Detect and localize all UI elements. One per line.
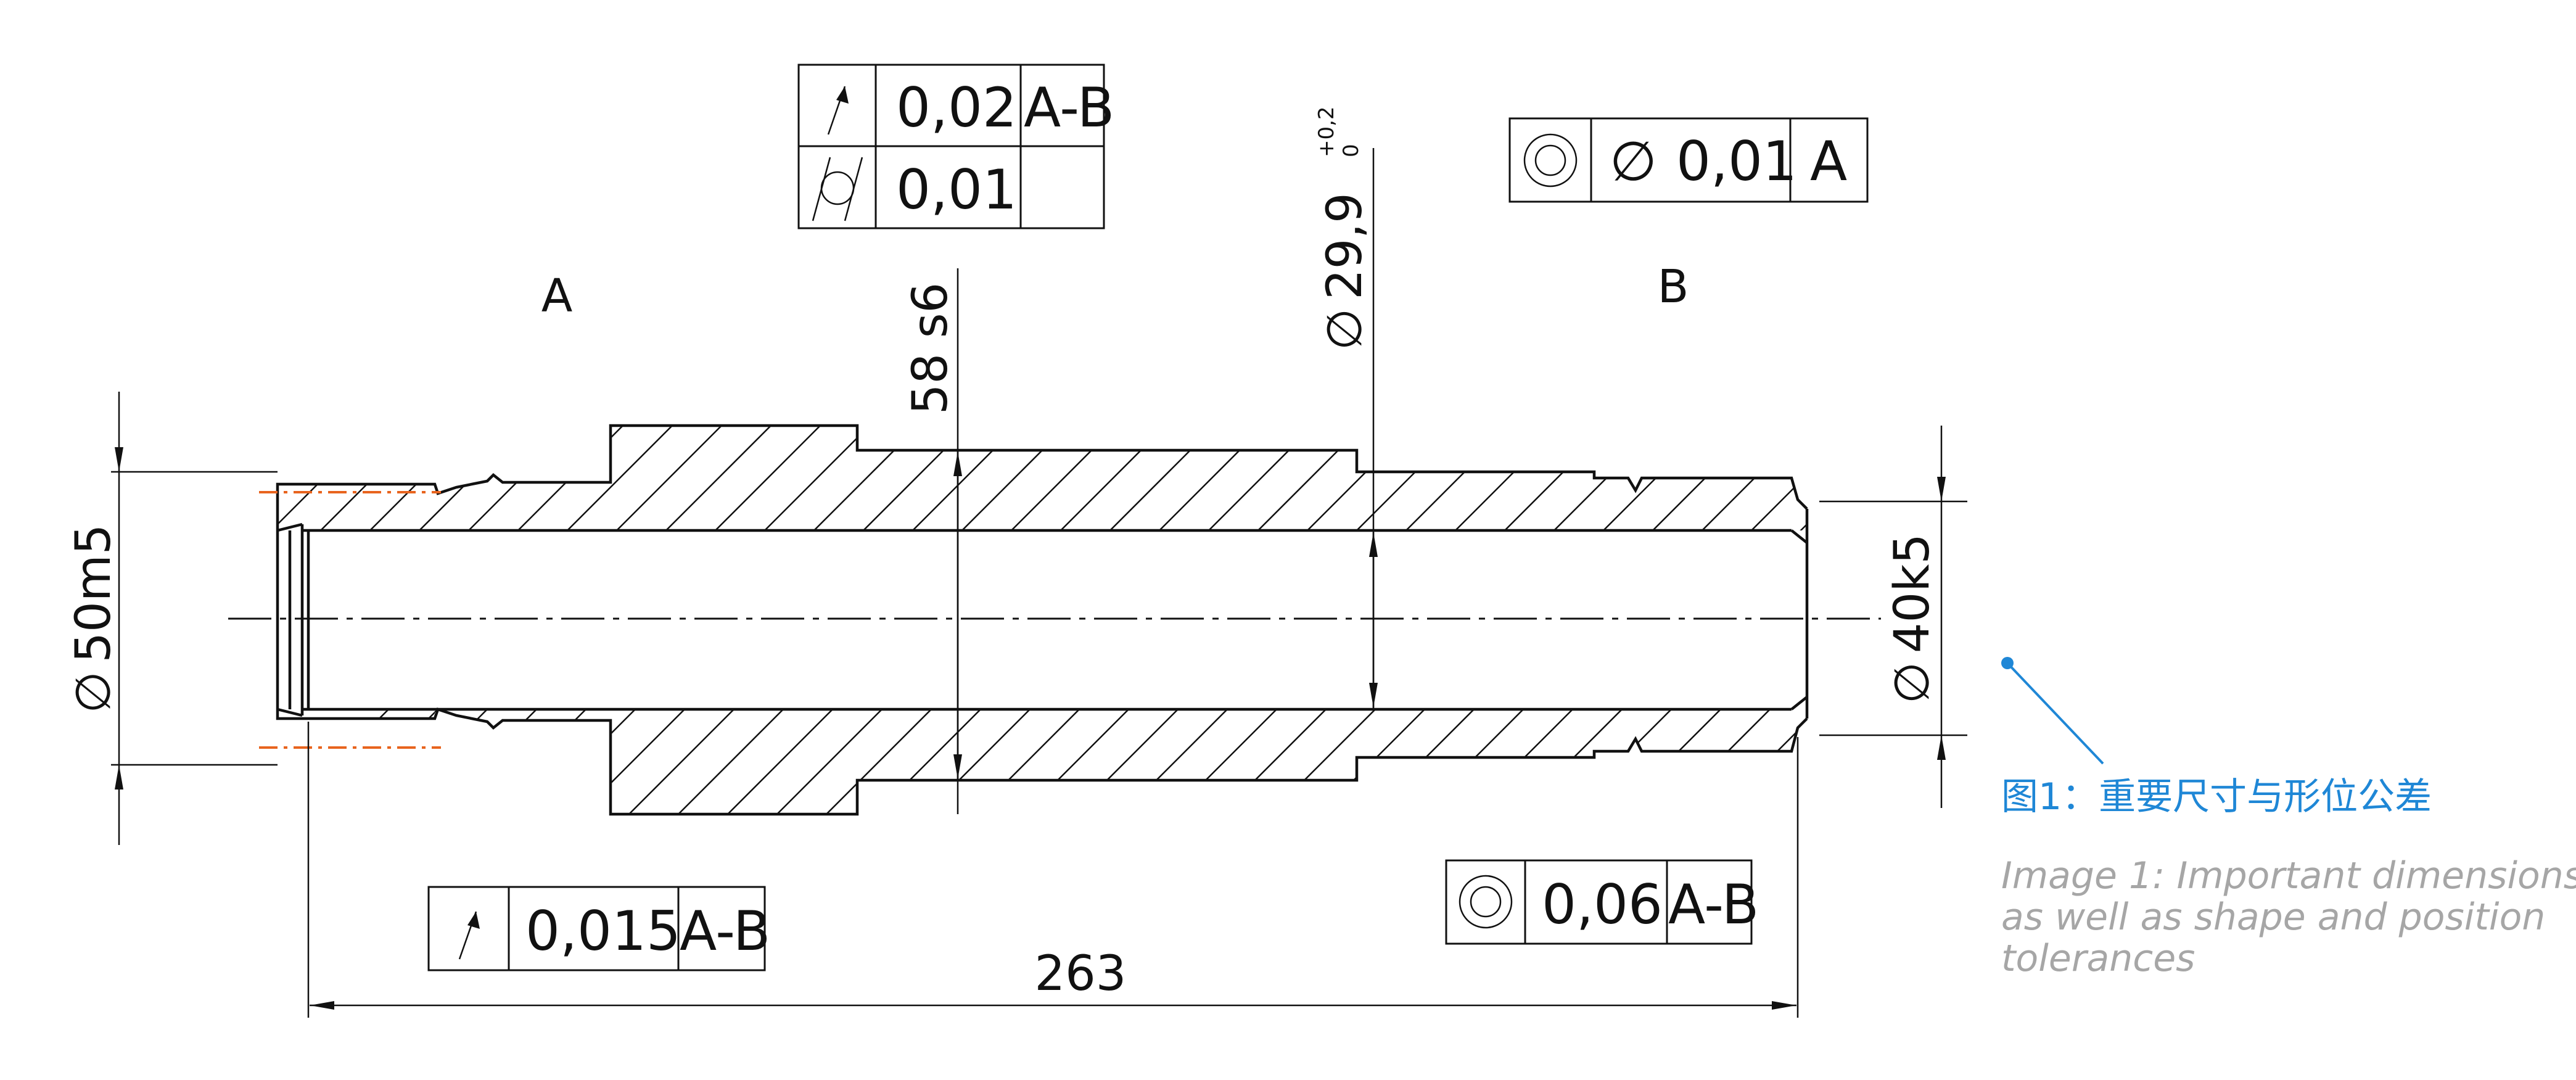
tolerance-frame-top: 0,02 A-B 0,01: [797, 64, 1114, 229]
svg-text:0,01: 0,01: [896, 158, 1017, 221]
svg-text:A-B: A-B: [680, 899, 770, 963]
svg-text:0: 0: [1339, 144, 1364, 157]
shaft-hatch-bottom: [278, 709, 1807, 814]
diameter-symbol: ∅: [1610, 130, 1657, 193]
caption-chinese: 图1：重要尺寸与形位公差: [2001, 775, 2432, 818]
label-right-journal: ∅40k5: [1885, 534, 1940, 704]
svg-text:A-B: A-B: [1668, 873, 1759, 936]
tolerance-frame-concentricity-bottom: 0,06 A-B: [1445, 859, 1759, 945]
orange-reference-lines: [259, 491, 441, 749]
label-shoulder: 58 s6: [903, 282, 958, 414]
shaft-outline: [276, 424, 1809, 816]
svg-text:A-B: A-B: [1024, 76, 1114, 139]
svg-text:+0,2: +0,2: [1314, 106, 1339, 157]
svg-text:0,02: 0,02: [896, 76, 1017, 139]
caption-leader: [2001, 657, 2104, 765]
tolerance-frame-runout-bottom: 0,015 A-B: [427, 886, 770, 971]
svg-text:A: A: [1810, 130, 1847, 193]
svg-text:58 s6: 58 s6: [903, 282, 958, 414]
circular-runout-icon: [827, 86, 849, 135]
svg-text:∅29,9: ∅29,9: [1317, 192, 1373, 350]
extension-lines: [111, 471, 1967, 1018]
label-bore: ∅29,9 +0,2 0: [1314, 106, 1373, 350]
concentricity-icon: [1459, 875, 1513, 929]
svg-text:0,06: 0,06: [1542, 873, 1663, 936]
svg-text:0,015: 0,015: [525, 899, 681, 963]
svg-text:∅50m5: ∅50m5: [66, 524, 121, 714]
svg-text:∅40k5: ∅40k5: [1885, 534, 1940, 704]
datum-label-b: B: [1658, 260, 1689, 313]
label-left-journal: ∅50m5: [66, 524, 121, 714]
caption-english-line3: tolerances: [2001, 937, 2195, 980]
caption-english-line1: Image 1: Important dimensions: [2001, 854, 2576, 897]
svg-text:0,01: 0,01: [1676, 130, 1797, 193]
tolerance-frame-concentricity-top: ∅ 0,01 A: [1508, 117, 1869, 203]
datum-label-a: A: [541, 270, 573, 323]
concentricity-icon: [1523, 133, 1578, 188]
diameter-symbol: ∅: [66, 671, 121, 713]
caption-english-line2: as well as shape and position: [2001, 896, 2545, 939]
label-overall-length: 263: [1035, 946, 1127, 1002]
circular-runout-icon: [458, 911, 480, 960]
diameter-symbol: ∅: [1885, 662, 1940, 704]
cylindricity-icon: [812, 157, 863, 221]
